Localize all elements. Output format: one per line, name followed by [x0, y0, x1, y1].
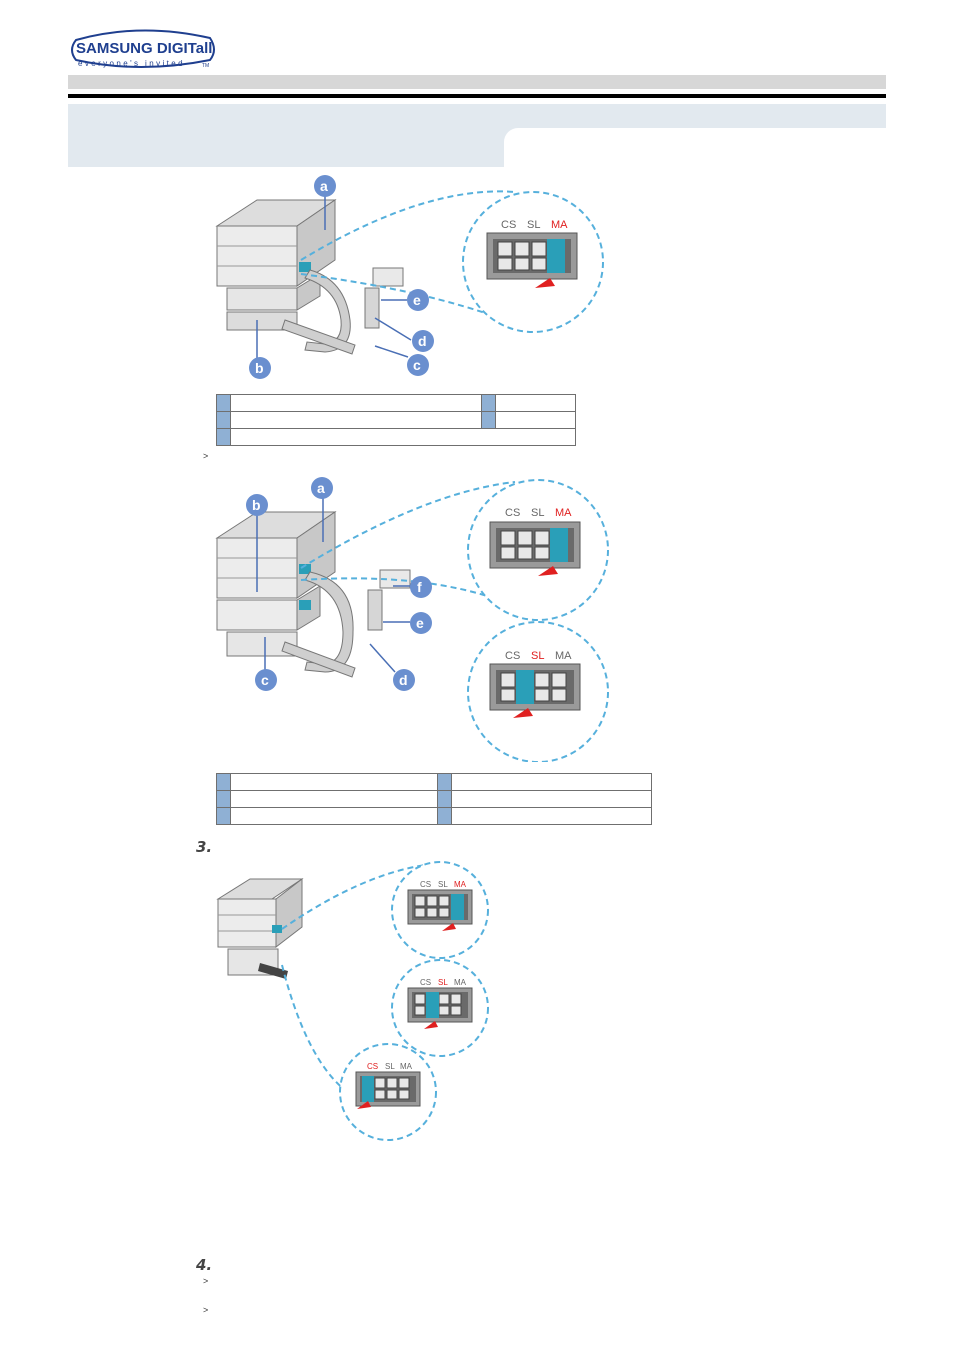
- table-key-cell: [481, 394, 496, 412]
- callout-e: e: [413, 292, 421, 308]
- tagline-text: everyone's invited: [78, 59, 185, 68]
- drive-illustration-3: [216, 877, 304, 979]
- table-value-cell: [451, 790, 652, 808]
- table-key-cell: [437, 807, 452, 825]
- table-value-cell: [230, 394, 482, 412]
- table-key-cell: [437, 790, 452, 808]
- callout-b: b: [255, 360, 264, 376]
- header-rule: [68, 94, 886, 98]
- jumper-bottom-label-sl: SL: [531, 650, 544, 662]
- bullet-arrow: ˃: [203, 451, 209, 461]
- table-key-cell: [216, 428, 231, 446]
- jumper-label-cs: CS: [501, 219, 516, 231]
- figure-1-drive-connection: CS SL MA a b c d e: [215, 175, 604, 379]
- callout-d: d: [399, 672, 408, 688]
- figure-1-label-table: [216, 394, 576, 446]
- table-key-cell: [216, 411, 231, 429]
- figure-2-master-slave-connection: CS SL MA CS SL MA a b c d e f: [215, 477, 609, 762]
- jumper-2-label-ma: MA: [454, 978, 467, 987]
- table-value-cell: [230, 411, 482, 429]
- callout-b: b: [252, 497, 261, 513]
- section-title-notch: [504, 128, 886, 167]
- table-key-cell: [216, 790, 231, 808]
- bullet-arrow: ˃: [203, 1276, 209, 1286]
- jumper-top-label-ma: MA: [555, 507, 572, 519]
- table-value-cell: [230, 773, 438, 791]
- jumper-3-label-sl: SL: [385, 1062, 395, 1071]
- jumper-top-label-sl: SL: [531, 507, 544, 519]
- callout-c: c: [261, 672, 269, 688]
- table-value-cell: [451, 807, 652, 825]
- callout-f: f: [417, 579, 422, 595]
- table-value-cell: [495, 411, 576, 429]
- table-value-cell: [451, 773, 652, 791]
- callout-d: d: [418, 333, 427, 349]
- table-key-cell: [481, 411, 496, 429]
- jumper-1-label-sl: SL: [438, 880, 448, 889]
- jumper-2-label-sl: SL: [438, 978, 448, 987]
- callout-a: a: [317, 480, 325, 496]
- header-gray-band: [68, 75, 886, 89]
- jumper-1-label-ma: MA: [454, 880, 467, 889]
- callout-e: e: [416, 615, 424, 631]
- trademark-text: TM: [202, 63, 209, 69]
- drive-illustration-1: [215, 199, 337, 331]
- figure-2-label-table: [216, 773, 652, 825]
- samsung-logo: SAMSUNG DIGITall everyone's invited TM: [70, 26, 220, 72]
- jumper-bottom-label-ma: MA: [555, 650, 572, 662]
- jumper-3-label-cs: CS: [367, 1062, 378, 1071]
- jumper-top-label-cs: CS: [505, 507, 520, 519]
- jumper-bottom-label-cs: CS: [505, 650, 520, 662]
- jumper-2-label-cs: CS: [420, 978, 431, 987]
- table-key-cell: [437, 773, 452, 791]
- table-key-cell: [216, 773, 231, 791]
- table-value-cell: [495, 394, 576, 412]
- table-value-cell: [230, 428, 576, 446]
- brand-text: SAMSUNG DIGITall: [76, 40, 212, 57]
- table-key-cell: [216, 807, 231, 825]
- table-key-cell: [216, 394, 231, 412]
- jumper-3-label-ma: MA: [400, 1062, 413, 1071]
- step-number-3: 3.: [196, 838, 213, 856]
- figure-3-jumper-settings: CS SL MA CS SL MA CS SL MA: [216, 861, 489, 1141]
- step-number-4: 4.: [196, 1256, 213, 1274]
- callout-c: c: [413, 357, 421, 373]
- table-value-cell: [230, 807, 438, 825]
- jumper-1-label-cs: CS: [420, 880, 431, 889]
- callout-a: a: [320, 178, 328, 194]
- bullet-arrow: ˃: [203, 1305, 209, 1315]
- jumper-label-sl: SL: [527, 219, 540, 231]
- jumper-label-ma: MA: [551, 219, 568, 231]
- table-value-cell: [230, 790, 438, 808]
